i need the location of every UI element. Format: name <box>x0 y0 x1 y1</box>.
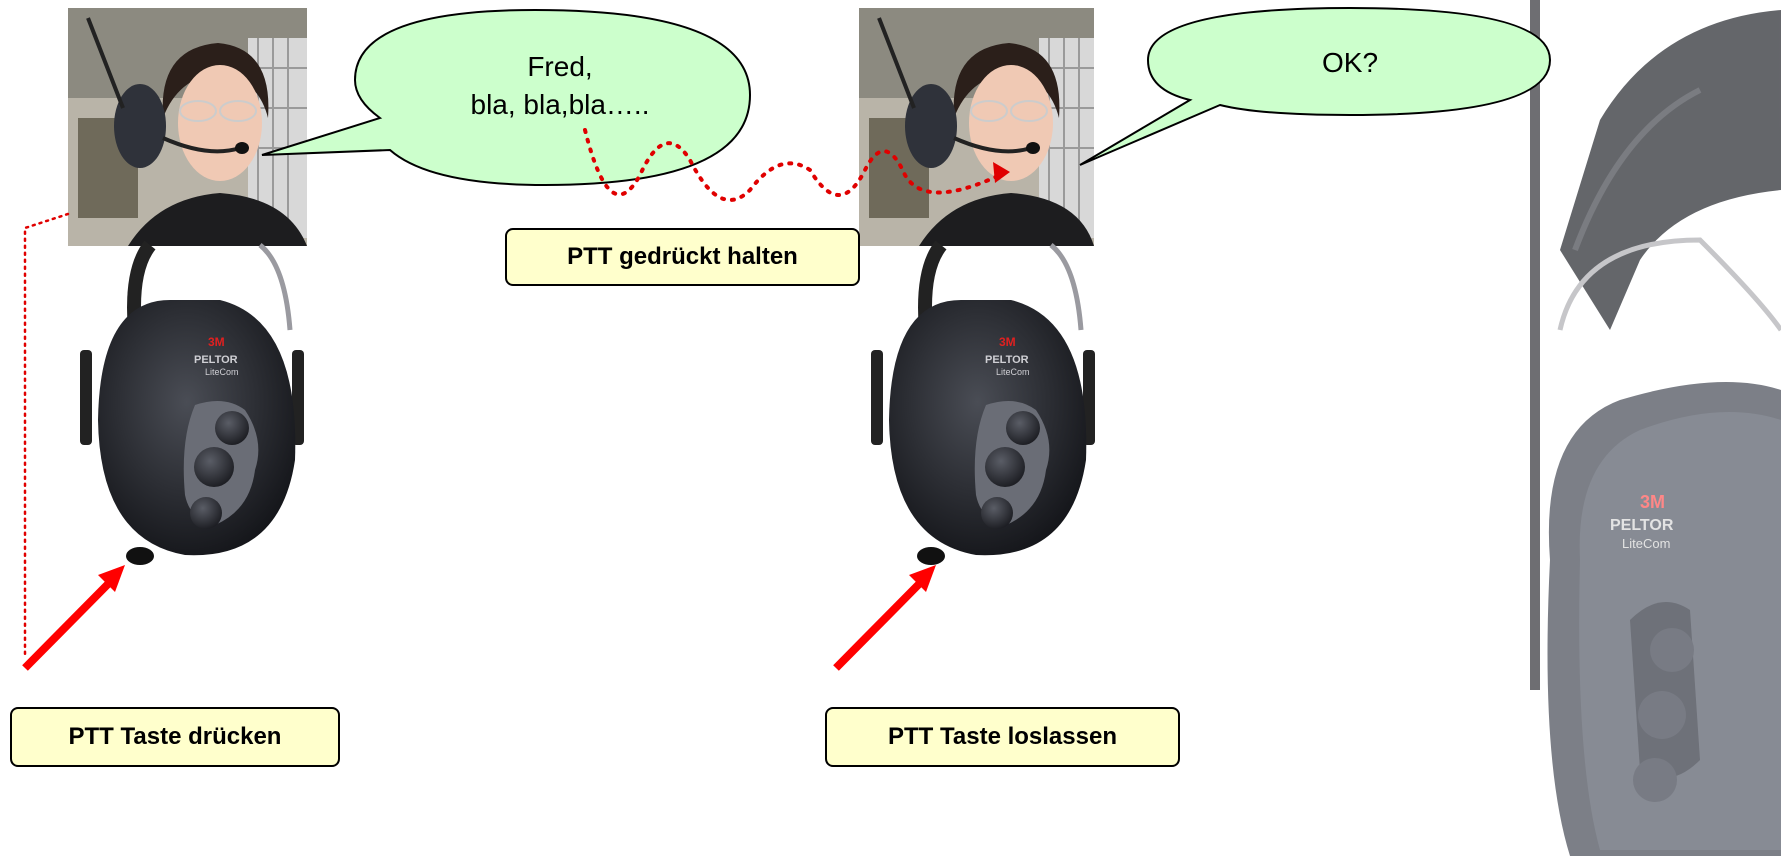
svg-text:PELTOR: PELTOR <box>194 354 238 366</box>
svg-text:3M: 3M <box>1640 492 1665 512</box>
person-photo-right <box>859 8 1094 246</box>
svg-text:LiteCom: LiteCom <box>205 367 239 377</box>
bubble-line-2: bla, bla,bla….. <box>470 89 650 120</box>
signal-wave-dotted <box>583 128 1002 202</box>
svg-text:LiteCom: LiteCom <box>996 367 1030 377</box>
headset-left: 3M PELTOR LiteCom <box>80 240 304 565</box>
speech-bubble-left <box>261 8 752 187</box>
headset-middle: 3M PELTOR LiteCom <box>871 240 1095 565</box>
label-hold-ptt: PTT gedrückt halten <box>505 228 860 286</box>
red-arrow-middle <box>833 565 936 671</box>
connector-dotted-left <box>23 212 70 657</box>
bubble-text-right: OK? <box>1290 44 1410 82</box>
red-arrow-left <box>22 565 125 671</box>
bubble-text-left: Fred, bla, bla,bla….. <box>410 48 710 124</box>
label-release-ptt: PTT Taste loslassen <box>825 707 1180 767</box>
speech-bubble-right <box>1079 6 1552 166</box>
label-press-ptt: PTT Taste drücken <box>10 707 340 767</box>
svg-text:PELTOR: PELTOR <box>1610 517 1674 534</box>
svg-text:3M: 3M <box>999 335 1016 349</box>
bubble-line-1: Fred, <box>527 51 593 82</box>
svg-text:LiteCom: LiteCom <box>1622 536 1670 551</box>
person-photo-left <box>68 8 307 246</box>
signal-arrowhead <box>993 162 1010 183</box>
svg-text:PELTOR: PELTOR <box>985 354 1029 366</box>
bubble-line-ok: OK? <box>1321 47 1379 78</box>
svg-text:3M: 3M <box>208 335 225 349</box>
